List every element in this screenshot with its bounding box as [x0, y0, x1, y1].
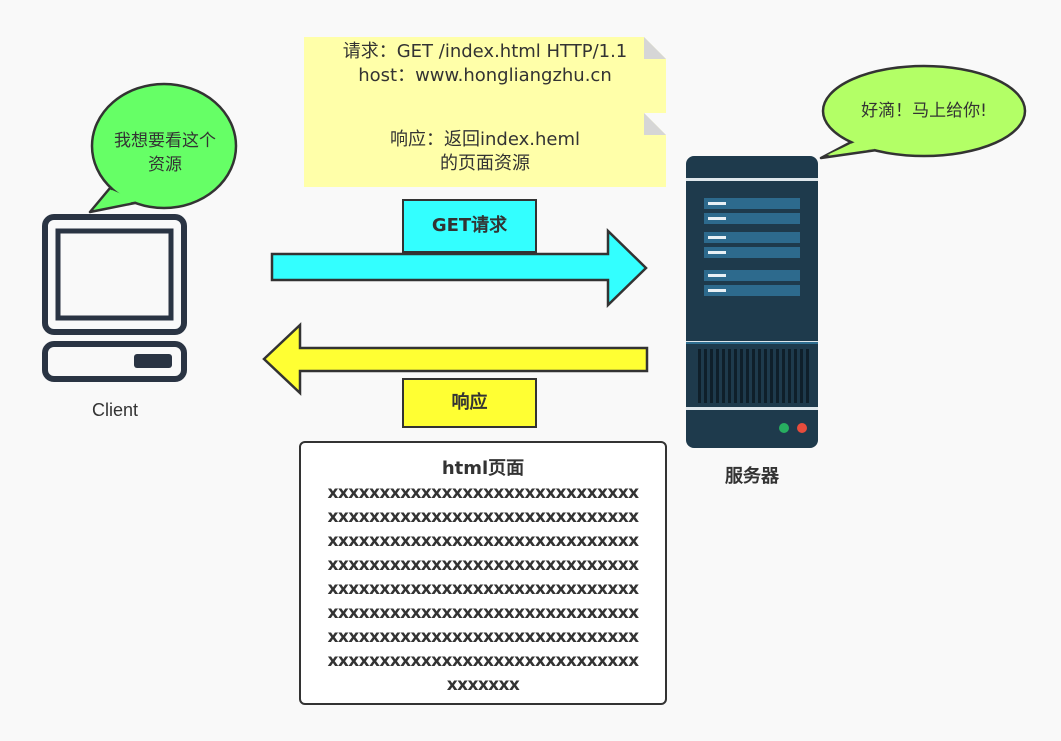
server-icon	[686, 156, 818, 448]
html-page-line: xxxxxxxxxxxxxxxxxxxxxxxxxxxxxx	[327, 555, 640, 575]
html-page-content: xxxxxxxxxxxxxxxxxxxxxxxxxxxxxx xxxxxxxxx…	[301, 481, 665, 697]
html-page-box: html页面 xxxxxxxxxxxxxxxxxxxxxxxxxxxxxx xx…	[299, 441, 667, 705]
client-bubble-line-1: 我想要看这个	[114, 131, 216, 151]
response-arrow	[262, 322, 649, 396]
server-speech-bubble	[819, 64, 1027, 160]
client-speech-bubble	[88, 82, 238, 214]
html-page-line: xxxxxxxxxxxxxxxxxxxxxxxxxxxxxx	[327, 507, 640, 527]
client-bubble-text: 我想要看这个 资源	[98, 129, 232, 177]
request-arrow	[270, 228, 648, 308]
html-page-line: xxxxxxxxxxxxxxxxxxxxxxxxxxxxxx	[327, 627, 640, 647]
html-page-line: xxxxxxxxxxxxxxxxxxxxxxxxxxxxxx	[327, 651, 640, 671]
computer-icon	[42, 214, 187, 382]
html-page-line: xxxxxxxxxxxxxxxxxxxxxxxxxxxxxx	[327, 483, 640, 503]
http-note: 请求：GET /index.html HTTP/1.1 host：www.hon…	[304, 37, 666, 187]
response-line-2: 的页面资源	[440, 153, 530, 174]
html-page-title: html页面	[441, 458, 525, 479]
request-line-2: host：www.hongliangzhu.cn	[358, 65, 612, 86]
html-page-line: xxxxxxx	[446, 675, 520, 695]
request-line-1: 请求：GET /index.html HTTP/1.1	[342, 41, 628, 62]
server-bubble-text: 好滴！马上给你!	[861, 101, 987, 121]
response-label: 响应	[402, 378, 537, 428]
html-page-line: xxxxxxxxxxxxxxxxxxxxxxxxxxxxxx	[327, 531, 640, 551]
response-line-1: 响应：返回index.heml	[390, 129, 580, 150]
get-request-label: GET请求	[402, 199, 537, 253]
client-bubble-line-2: 资源	[148, 155, 182, 175]
html-page-line: xxxxxxxxxxxxxxxxxxxxxxxxxxxxxx	[327, 603, 640, 623]
client-label: Client	[91, 400, 139, 420]
server-label: 服务器	[725, 466, 779, 487]
html-page-line: xxxxxxxxxxxxxxxxxxxxxxxxxxxxxx	[327, 579, 640, 599]
